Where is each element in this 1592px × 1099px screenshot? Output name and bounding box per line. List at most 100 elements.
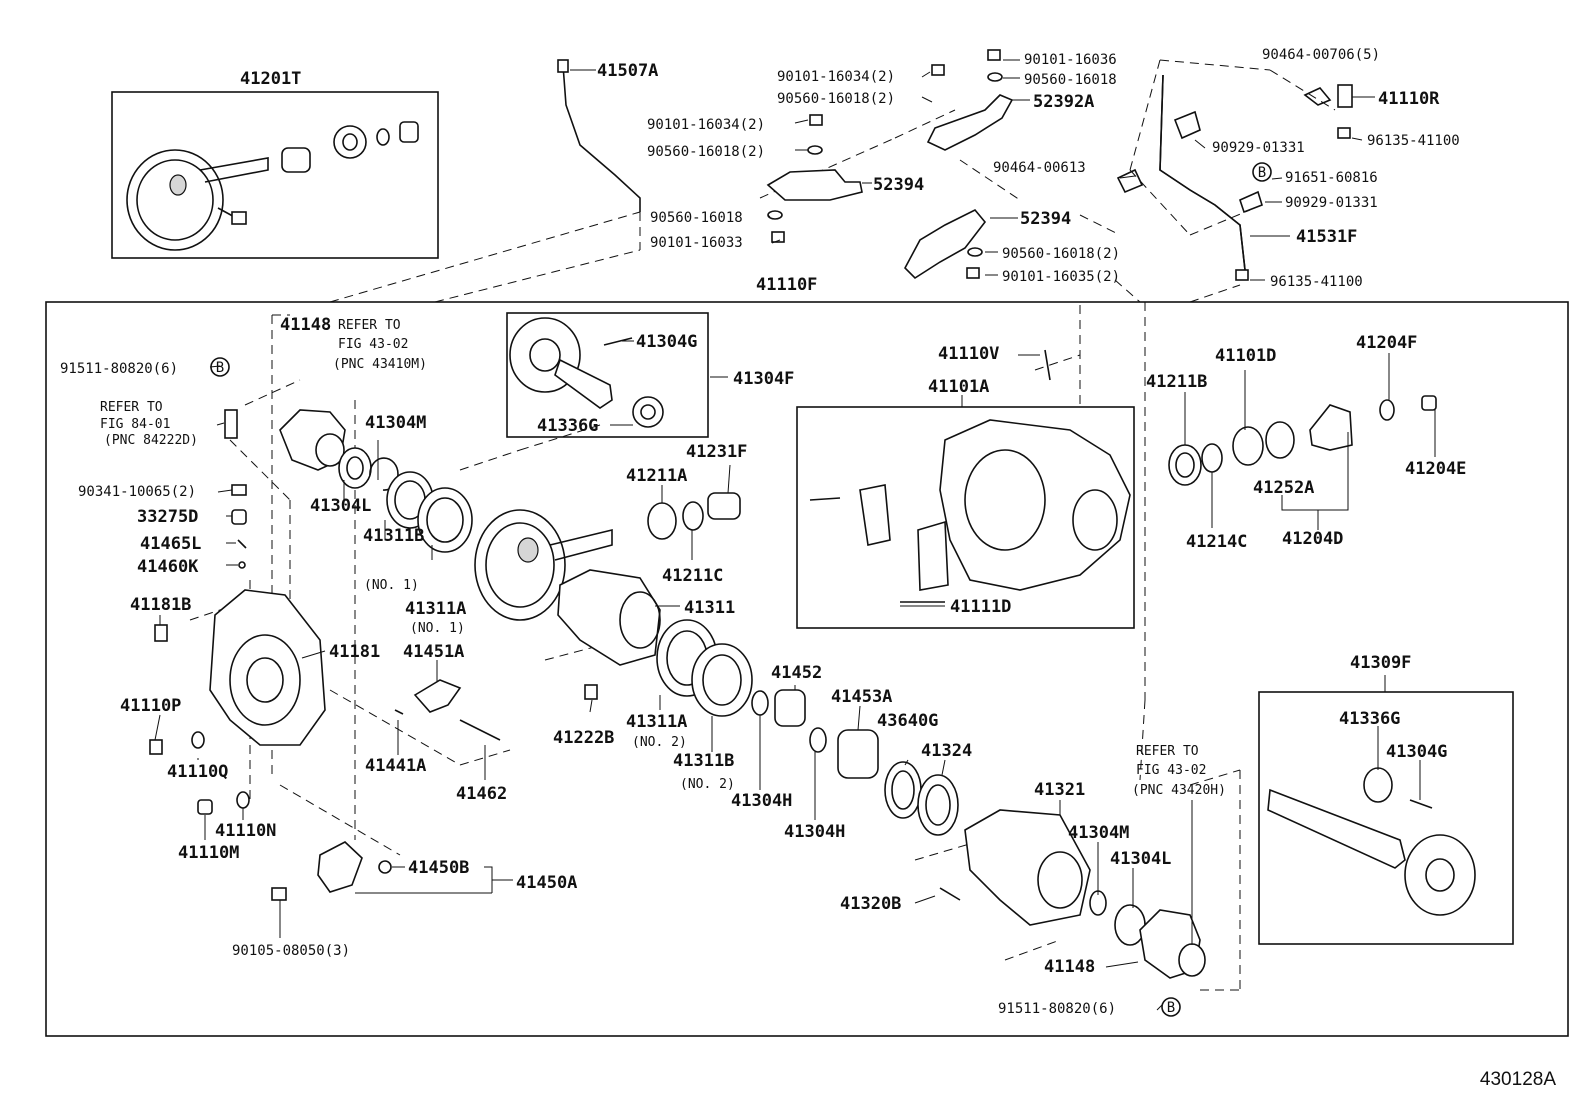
pinion-bearing-group (1168, 395, 1437, 486)
small-bolts (767, 49, 1003, 279)
callout-41304H-b: 41304H (784, 822, 845, 842)
main-frame (45, 301, 1569, 1037)
differential-case (557, 569, 661, 666)
callout-52394-b: 52394 (1020, 209, 1071, 229)
callout-90560-16018-2-a: 90560-16018(2) (777, 91, 895, 107)
clip-90464-00613 (1116, 168, 1144, 194)
note-refer-84-01-line1: REFER TO (100, 400, 163, 415)
callout-90101-16036: 90101-16036 (1024, 52, 1117, 68)
callout-90929-01331-b: 90929-01331 (1285, 195, 1378, 211)
callout-41311A-2: 41311A (626, 712, 687, 732)
callout-41304G-a: 41304G (636, 332, 697, 352)
callout-90341-10065-2: 90341-10065(2) (78, 484, 196, 500)
gear-41453A (837, 729, 879, 779)
callout-41214C: 41214C (1186, 532, 1247, 552)
callout-41452: 41452 (771, 663, 822, 683)
callout-41201T: 41201T (240, 69, 301, 89)
breather-cap (557, 59, 569, 73)
callout-90464-00613: 90464-00613 (993, 160, 1086, 176)
clip-90464-00706 (1303, 87, 1332, 106)
callout-41321: 41321 (1034, 780, 1085, 800)
note-refer-43-02-b-line1: REFER TO (1136, 744, 1199, 759)
note-refer-43-02-a-line2: FIG 43-02 (338, 337, 408, 352)
frame-41304F (506, 312, 709, 438)
callout-52392A: 52392A (1033, 92, 1094, 112)
bracket-52392A (926, 94, 1014, 151)
ring-gear-center (474, 509, 613, 621)
union-41110R (1337, 84, 1353, 108)
b-mark-icon (1252, 162, 1272, 182)
frame-41309F (1258, 691, 1514, 945)
bracket-52394-upper (766, 169, 863, 201)
b-mark-icon (1161, 997, 1181, 1017)
snap-ring-41304H-a (751, 690, 769, 716)
callout-90101-16034-2-b: 90101-16034(2) (647, 117, 765, 133)
callout-41110N: 41110N (215, 821, 276, 841)
callout-41110R: 41110R (1378, 89, 1440, 109)
callout-41101D: 41101D (1215, 346, 1276, 366)
callout-41453A: 41453A (831, 687, 892, 707)
vent-plug-41110V (1044, 349, 1051, 381)
callout-41309F: 41309F (1350, 653, 1411, 673)
callout-90560-16018: 90560-16018 (650, 210, 743, 226)
b-mark-1: B (216, 360, 224, 376)
callout-41181: 41181 (329, 642, 380, 662)
race-41311B-2 (691, 643, 753, 717)
callout-90101-16033: 90101-16033 (650, 235, 743, 251)
callout-41110P: 41110P (120, 696, 181, 716)
callout-41451A: 41451A (403, 642, 464, 662)
callout-41311: 41311 (684, 598, 735, 618)
callout-90105-08050-3: 90105-08050(3) (232, 943, 350, 959)
small-lower-parts (149, 484, 961, 901)
callout-41304H-a: 41304H (731, 791, 792, 811)
callout-labels: 41201T 41507A 90101-16034(2) 90560-16018… (60, 47, 1466, 1017)
callout-90560-16018-2-c: 90560-16018(2) (1002, 246, 1120, 262)
callout-41304M-a: 41304M (365, 413, 426, 433)
callout-41304F: 41304F (733, 369, 794, 389)
callout-90929-01331-a: 90929-01331 (1212, 140, 1305, 156)
callout-41460K: 41460K (137, 557, 199, 577)
clip-90929-01331a (1173, 110, 1201, 140)
callout-41211B: 41211B (1146, 372, 1207, 392)
callout-41304G-b: 41304G (1386, 742, 1447, 762)
callout-41222B: 41222B (553, 728, 614, 748)
b-mark-icon (210, 357, 230, 377)
callout-41252A: 41252A (1253, 478, 1314, 498)
callout-41304L-b: 41304L (1110, 849, 1171, 869)
note-refer-84-01-line2: FIG 84-01 (100, 417, 170, 432)
note-refer-43-02-a-line1: REFER TO (338, 318, 401, 333)
gear-41452 (774, 689, 806, 727)
callout-41148-b: 41148 (1044, 957, 1095, 977)
callout-41531F: 41531F (1296, 227, 1357, 247)
callout-43640G: 43640G (877, 711, 938, 731)
side-housing (209, 589, 326, 746)
clamp-96135b (1235, 269, 1249, 281)
sensor-part (224, 409, 238, 439)
callout-41304L-a: 41304L (310, 496, 371, 516)
callout-91651-60816: 91651-60816 (1285, 170, 1378, 186)
extension-tube-41321 (964, 809, 1091, 926)
label-no2-b: (NO. 2) (680, 777, 735, 792)
ring-pinion-gear-set (126, 121, 419, 251)
callout-41211A: 41211A (626, 466, 687, 486)
callout-41204E: 41204E (1405, 459, 1466, 479)
callout-41336G-b: 41336G (1339, 709, 1400, 729)
label-no1-a: (NO. 1) (364, 578, 419, 593)
clip-90929-01331b (1239, 190, 1263, 214)
bearing-41211A (647, 502, 677, 540)
callout-41211C: 41211C (662, 566, 723, 586)
callout-41450B: 41450B (408, 858, 469, 878)
axle-shaft-flange (509, 317, 664, 428)
frame-41201T (111, 91, 439, 259)
callout-41204F: 41204F (1356, 333, 1417, 353)
callout-41110V: 41110V (938, 344, 999, 364)
callout-41148-a: 41148 (280, 315, 331, 335)
b-mark-3: B (1167, 1000, 1175, 1016)
bearing-41304L-b (1114, 904, 1146, 946)
note-refer-43-02-a-line3: (PNC 43410M) (333, 357, 427, 372)
callout-52394-a: 52394 (873, 175, 924, 195)
label-no1-b: (NO. 1) (410, 621, 465, 636)
callout-41324: 41324 (921, 741, 972, 761)
label-no2-a: (NO. 2) (632, 735, 687, 750)
